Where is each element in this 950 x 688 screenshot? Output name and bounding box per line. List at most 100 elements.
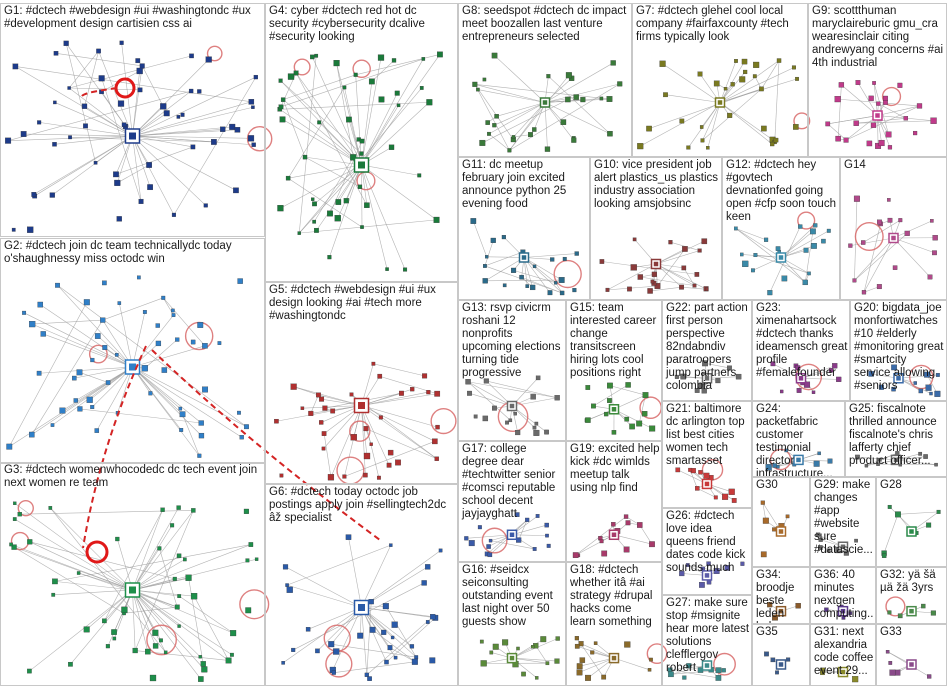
node (142, 310, 147, 314)
node (36, 370, 42, 376)
edge (467, 381, 511, 421)
self-loop (206, 45, 223, 62)
edge (84, 105, 133, 137)
group-title-g35: G35 (756, 626, 778, 638)
node (83, 299, 90, 306)
edge (65, 43, 96, 163)
group-title-g10: G10: vice president job alert plastics_u… (594, 159, 718, 210)
node (813, 223, 818, 228)
edge (282, 119, 362, 166)
node (467, 390, 472, 396)
node (305, 627, 311, 632)
node (371, 361, 376, 366)
node (152, 629, 159, 636)
edge (132, 589, 156, 647)
node (464, 536, 469, 541)
hub-node-core (909, 608, 914, 614)
edge (511, 657, 548, 664)
node (105, 380, 111, 385)
node (926, 522, 932, 528)
edge (54, 544, 251, 582)
node (179, 428, 184, 432)
edge (286, 544, 391, 586)
node (393, 655, 398, 660)
edge (69, 55, 192, 89)
node (715, 667, 722, 674)
edge (485, 257, 525, 282)
node (872, 81, 876, 85)
edge (32, 319, 103, 325)
node (532, 425, 537, 430)
node (31, 192, 37, 197)
edge (29, 589, 133, 672)
edge (361, 54, 441, 166)
node (369, 626, 376, 633)
group-title-g34: G34: broodje beste leden helaas... (756, 569, 799, 623)
hub-node-core (704, 376, 710, 381)
edge (761, 60, 780, 90)
node (934, 390, 941, 397)
edge (877, 115, 891, 148)
node (191, 508, 196, 513)
node (751, 268, 755, 273)
node (795, 76, 799, 81)
node (601, 550, 608, 557)
node (502, 283, 507, 288)
edge (117, 538, 133, 591)
node (135, 58, 141, 64)
node (230, 630, 237, 637)
edge (68, 87, 133, 137)
node (686, 145, 691, 150)
node (311, 197, 315, 201)
edge (735, 228, 782, 258)
edge (593, 384, 629, 407)
edge (494, 102, 546, 126)
node (501, 235, 506, 240)
node (243, 508, 249, 514)
node (155, 340, 162, 347)
node (171, 212, 176, 217)
node (470, 218, 477, 224)
node (102, 280, 107, 286)
group-title-g1: G1: #dctech #webdesign #ui #washingtondc… (4, 5, 251, 30)
node (651, 271, 657, 277)
node (160, 103, 167, 110)
edge (132, 589, 205, 670)
node (494, 114, 499, 119)
node (190, 593, 198, 600)
edge (31, 366, 133, 435)
node (853, 120, 859, 126)
node (892, 265, 898, 270)
node (878, 384, 884, 390)
edge (361, 164, 420, 176)
node (282, 564, 289, 570)
node (485, 255, 489, 259)
node (929, 391, 933, 396)
group-panel-g3: G3: #dctech womenwhocodedc dc tech event… (0, 462, 265, 686)
node (698, 470, 703, 475)
node (599, 96, 604, 101)
edge (15, 66, 133, 137)
node (546, 543, 551, 548)
node (776, 58, 782, 63)
node (68, 661, 73, 667)
node (328, 641, 335, 648)
node (281, 661, 285, 665)
node (590, 650, 595, 655)
edge (132, 135, 142, 202)
node (333, 60, 340, 67)
node (315, 392, 321, 398)
node (547, 290, 553, 296)
node (760, 551, 767, 558)
node (679, 118, 685, 124)
edge-layer (8, 42, 939, 680)
node (20, 131, 27, 137)
edge (485, 279, 562, 282)
edge (57, 285, 133, 368)
group-panel-g28: G28 (876, 477, 947, 567)
node (378, 415, 383, 420)
node (245, 558, 250, 563)
node (713, 495, 718, 500)
node (112, 636, 117, 641)
node-layer (5, 40, 941, 683)
